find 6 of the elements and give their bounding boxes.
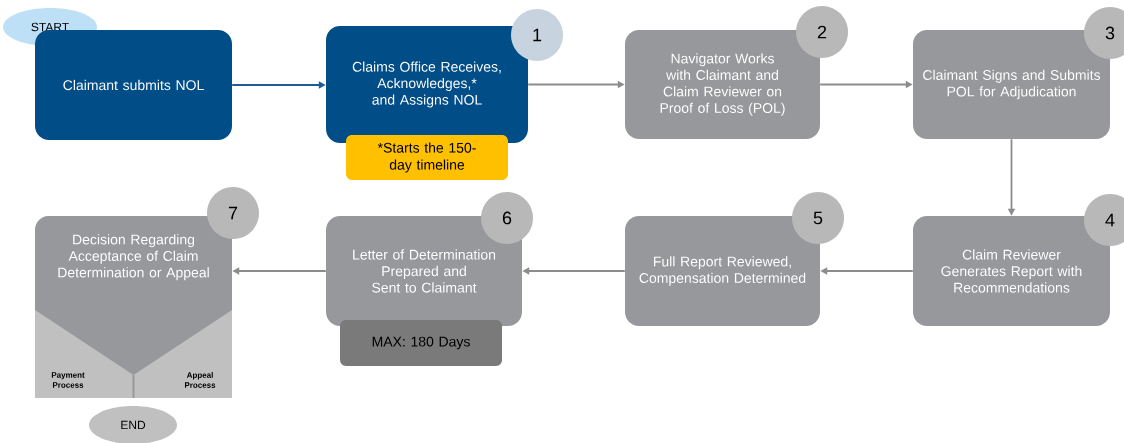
- note-box: MAX: 180 Days: [340, 320, 502, 366]
- outcome-label: Payment Process: [51, 372, 85, 388]
- outcome-label: Appeal Process: [185, 372, 216, 388]
- note-box: *Starts the 150-day timeline: [346, 135, 508, 180]
- process-box: Claimant submits NOL: [35, 30, 232, 140]
- process-box: Claims Office Receives, Acknowledges,* and Assigns NOL: [326, 26, 528, 143]
